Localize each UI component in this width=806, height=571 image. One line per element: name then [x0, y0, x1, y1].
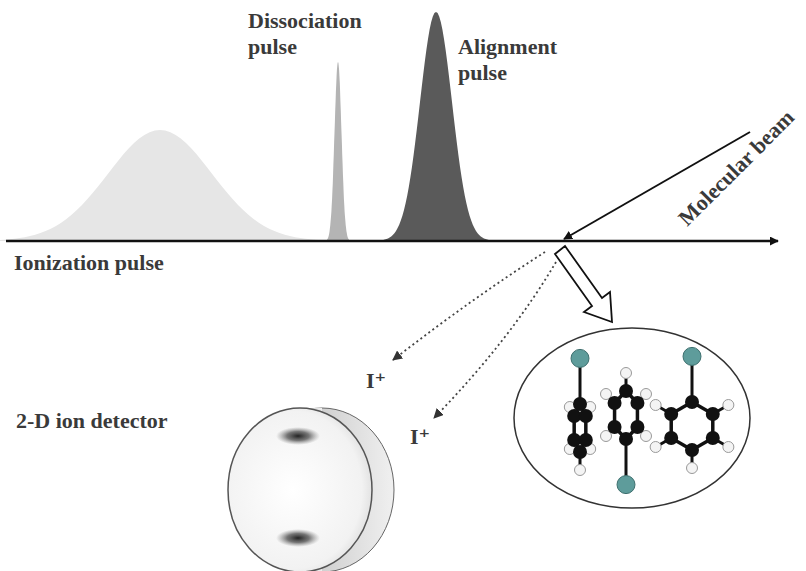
carbon-atom: [573, 445, 587, 459]
carbon-atom: [685, 395, 699, 409]
hydrogen-atom: [687, 463, 698, 474]
carbon-atom: [579, 433, 593, 447]
carbon-atom: [608, 396, 622, 410]
text-label: Dissociation pulse: [248, 8, 388, 60]
hydrogen-atom: [621, 368, 632, 379]
carbon-atom: [664, 431, 678, 445]
text-label: Alignment pulse: [458, 34, 578, 86]
carbon-atom: [685, 443, 699, 457]
carbon-atom: [664, 407, 678, 421]
carbon-atom: [619, 432, 633, 446]
iodine-atom: [683, 347, 701, 365]
hydrogen-atom: [650, 400, 661, 411]
carbon-atom: [630, 396, 644, 410]
carbon-atom: [579, 409, 593, 423]
text-label: 2-D ion detector: [16, 408, 168, 434]
hydrogen-atom: [723, 400, 734, 411]
text-label: Ionization pulse: [14, 250, 164, 276]
carbon-atom: [573, 397, 587, 411]
carbon-atom: [630, 420, 644, 434]
text-label: Molecular beam: [673, 105, 800, 232]
hydrogen-atom: [650, 442, 661, 453]
carbon-atom: [706, 407, 720, 421]
iodobenzene-molecules: [564, 347, 734, 493]
ion-label: I⁺: [366, 368, 386, 394]
time-axis: [6, 240, 778, 243]
ion-detector: [228, 408, 394, 571]
carbon-atom: [619, 384, 633, 398]
dissociation-pulse: [324, 62, 352, 241]
ionization-pulse: [0, 130, 368, 241]
carbon-atom: [706, 431, 720, 445]
ion-label: I⁺: [410, 424, 430, 450]
zoom-arrow: [555, 246, 612, 322]
carbon-atom: [608, 420, 622, 434]
iodine-atom: [571, 349, 589, 367]
zoom-circle: [514, 328, 750, 508]
hydrogen-atom: [575, 465, 586, 476]
hydrogen-atom: [723, 442, 734, 453]
ion-trajectory: [393, 252, 545, 360]
iodine-atom: [617, 476, 635, 494]
